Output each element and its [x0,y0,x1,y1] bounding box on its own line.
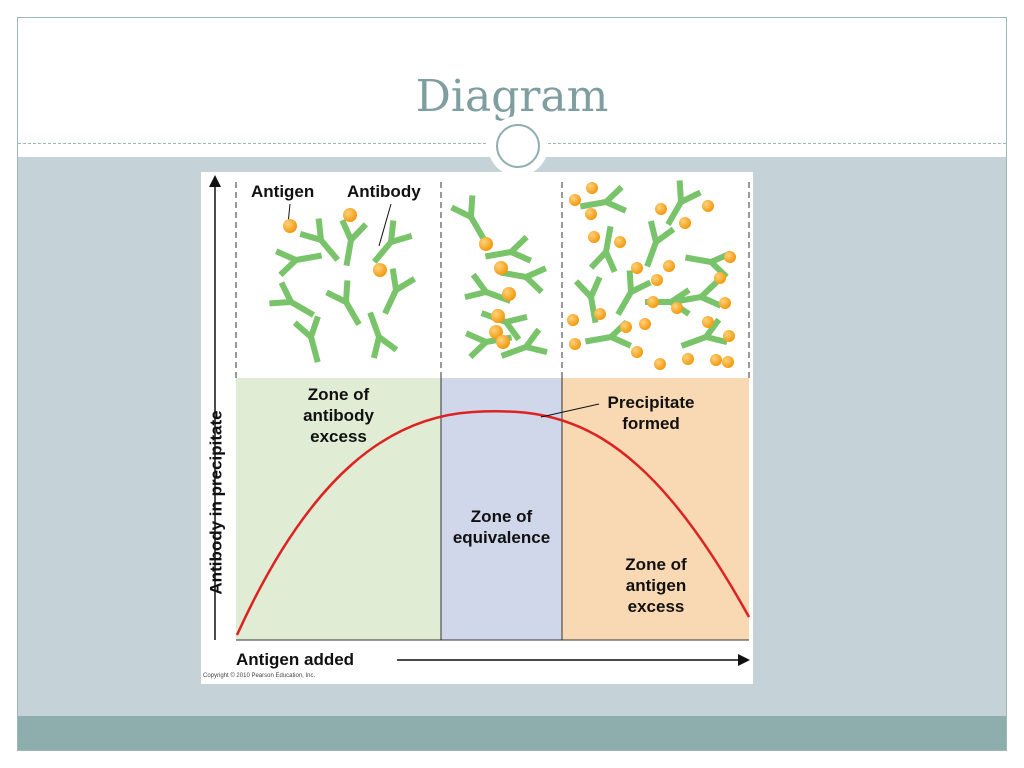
footer-band [18,716,1006,750]
x-axis-label: Antigen added [236,650,355,669]
antibody-excess-molecules [269,208,414,365]
zone-antigen-excess-region [562,378,749,640]
equivalence-lattice [452,195,547,367]
y-axis-label: Antibody in precipitate [206,410,226,595]
precipitate-formed-label: Precipitate formed [607,393,695,433]
circle-ornament-icon [488,116,548,176]
precipitate-pointer [540,403,600,418]
copyright-note: Copyright © 2010 Pearson Education, Inc. [203,673,316,679]
antigen-antibody-diagram: Antigen Antibody Zone of antibody excess… [201,172,753,684]
antibody-pointer [378,203,392,247]
zone-antigen-excess-label: Zone of antigen excess [625,555,687,616]
zone-antibody-excess-label: Zone of antibody excess [303,385,374,446]
antibody-label: Antibody [347,182,421,201]
antigen-excess-molecules [567,180,736,370]
slide-title: Diagram [415,71,609,122]
zone-equivalence-label: Zone of equivalence [452,507,551,547]
zone-equivalence-region [441,378,562,640]
antigen-label: Antigen [251,182,315,201]
slide: Diagram [17,17,1007,751]
precipitate-curve [235,410,751,636]
zone-antibody-excess-region [236,378,441,640]
diagram-canvas [209,175,751,666]
